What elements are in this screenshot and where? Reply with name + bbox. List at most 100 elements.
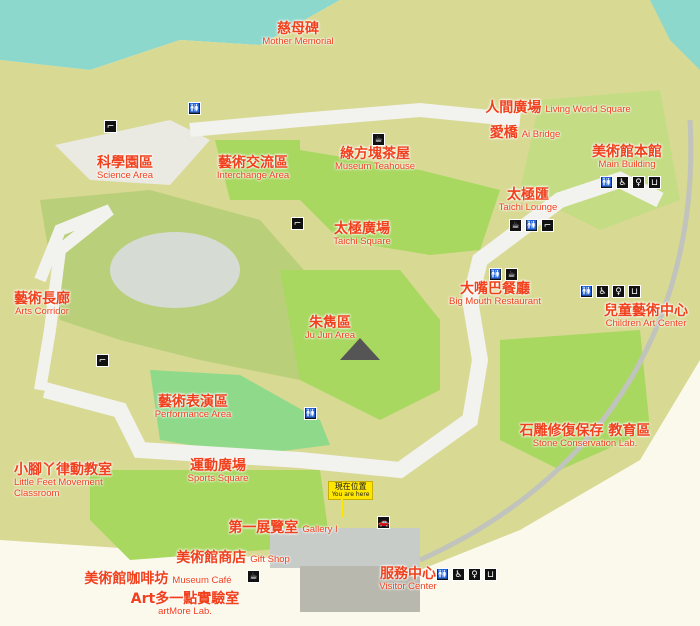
stairs-icon: ⌐ bbox=[291, 217, 304, 230]
cafe-icon: ☕ bbox=[247, 570, 260, 583]
lawn-teahouse bbox=[300, 150, 500, 255]
label-zh: 第一展覽室 bbox=[228, 520, 299, 536]
science-stairs-icons: ⌐ bbox=[104, 120, 117, 133]
visitor-center-building bbox=[300, 566, 420, 612]
label-zh: 藝術表演區 bbox=[157, 394, 228, 410]
label-zh: 小腳丫律動教室 bbox=[14, 462, 112, 478]
label-zh: 科學園區 bbox=[97, 155, 153, 171]
restroom-icon: 🚻 bbox=[304, 407, 317, 420]
visitor-center-facility-icons: 🚻♿♀⊔ bbox=[436, 568, 497, 581]
label-en: Gift Shop bbox=[250, 554, 290, 565]
nursing-room-icon: ♀ bbox=[468, 568, 481, 581]
nursing-room-icon: ♀ bbox=[612, 285, 625, 298]
label-en: Ju Jun Area bbox=[304, 330, 356, 342]
parking-lot bbox=[270, 528, 420, 568]
label-en: Big Mouth Restaurant bbox=[449, 296, 541, 308]
label-zh: 慈母碑 bbox=[277, 21, 319, 37]
label-zh: 服務中心 bbox=[379, 566, 436, 582]
nursing-room-icon: ♀ bbox=[632, 176, 645, 189]
label-en: Performance Area bbox=[154, 409, 232, 421]
label-zh: 運動廣場 bbox=[189, 458, 246, 474]
sea bbox=[0, 0, 340, 70]
restroom-icon: 🚻 bbox=[580, 285, 593, 298]
restroom-icon: 🚻 bbox=[489, 268, 502, 281]
label-en: Visitor Center bbox=[379, 581, 437, 593]
locker-icon: ⊔ bbox=[628, 285, 641, 298]
label-zh: 藝術長廊 bbox=[14, 291, 70, 307]
label-en: Taichi Square bbox=[333, 236, 391, 248]
label-zh: 人間廣場 bbox=[485, 100, 542, 116]
label-en: Stone Conservation Lab. bbox=[532, 438, 638, 450]
label-en: Little Feet Movement Classroom bbox=[14, 477, 103, 499]
label-en: Children Art Center bbox=[605, 318, 687, 330]
label-zh: 石雕修復保存 教育區 bbox=[519, 423, 651, 439]
children-center-facility-icons: 🚻♿♀⊔ bbox=[580, 285, 641, 298]
main-path-2 bbox=[189, 102, 521, 137]
ring-road bbox=[418, 119, 694, 563]
main-path bbox=[42, 171, 664, 479]
cafe-icon: ☕ bbox=[505, 268, 518, 281]
accessible-icon: ♿ bbox=[452, 568, 465, 581]
label-zh: 美術館商店 bbox=[176, 550, 247, 566]
corridor bbox=[34, 204, 114, 391]
lawn-performance bbox=[150, 370, 330, 455]
label-zh: 太極匯 bbox=[506, 187, 549, 203]
teahouse-cafe-icons: ☕ bbox=[372, 133, 385, 146]
corridor-stairs-icons: ⌐ bbox=[96, 354, 109, 367]
taichi-lounge-facility-icons: ☕🚻⌐ bbox=[509, 219, 554, 232]
pond bbox=[110, 232, 240, 308]
science-restroom-icons: 🚻 bbox=[188, 102, 201, 115]
label-zh: 藝術交流區 bbox=[217, 155, 288, 171]
sea-right bbox=[650, 0, 700, 70]
lawn-interchange bbox=[215, 140, 300, 200]
you-are-here-en: You are here bbox=[332, 490, 370, 498]
label-en: Gallery I bbox=[302, 524, 338, 535]
label-en: Museum Café bbox=[172, 575, 232, 586]
stairs-icon: ⌐ bbox=[104, 120, 117, 133]
restroom-icon: 🚻 bbox=[600, 176, 613, 189]
label-en: Arts Corridor bbox=[15, 306, 69, 318]
stairs-icon: ⌐ bbox=[541, 219, 554, 232]
label-zh: 愛橋 bbox=[489, 125, 518, 141]
accessible-icon: ♿ bbox=[596, 285, 609, 298]
label-zh: 綠方塊茶屋 bbox=[339, 146, 410, 162]
main-building-facility-icons: 🚻♿♀⊔ bbox=[600, 176, 661, 189]
lawn-stone bbox=[500, 330, 650, 470]
restroom-icon: 🚻 bbox=[188, 102, 201, 115]
label-en: artMore Lab. bbox=[158, 606, 212, 618]
label-en: Ai Bridge bbox=[521, 129, 561, 140]
label-zh: 美術館本館 bbox=[592, 144, 662, 160]
science-area bbox=[55, 120, 210, 185]
restroom-icon: 🚻 bbox=[525, 219, 538, 232]
accessible-icon: ♿ bbox=[616, 176, 629, 189]
cafe-icons: ☕ bbox=[247, 570, 260, 583]
label-en: Interchange Area bbox=[216, 170, 290, 182]
performance-restroom-icons: 🚻 bbox=[304, 407, 317, 420]
you-are-here-zh: 現在位置 bbox=[334, 482, 367, 491]
label-en: Taichi Lounge bbox=[498, 202, 558, 214]
locker-icon: ⊔ bbox=[484, 568, 497, 581]
label-en: Mother Memorial bbox=[262, 36, 334, 48]
